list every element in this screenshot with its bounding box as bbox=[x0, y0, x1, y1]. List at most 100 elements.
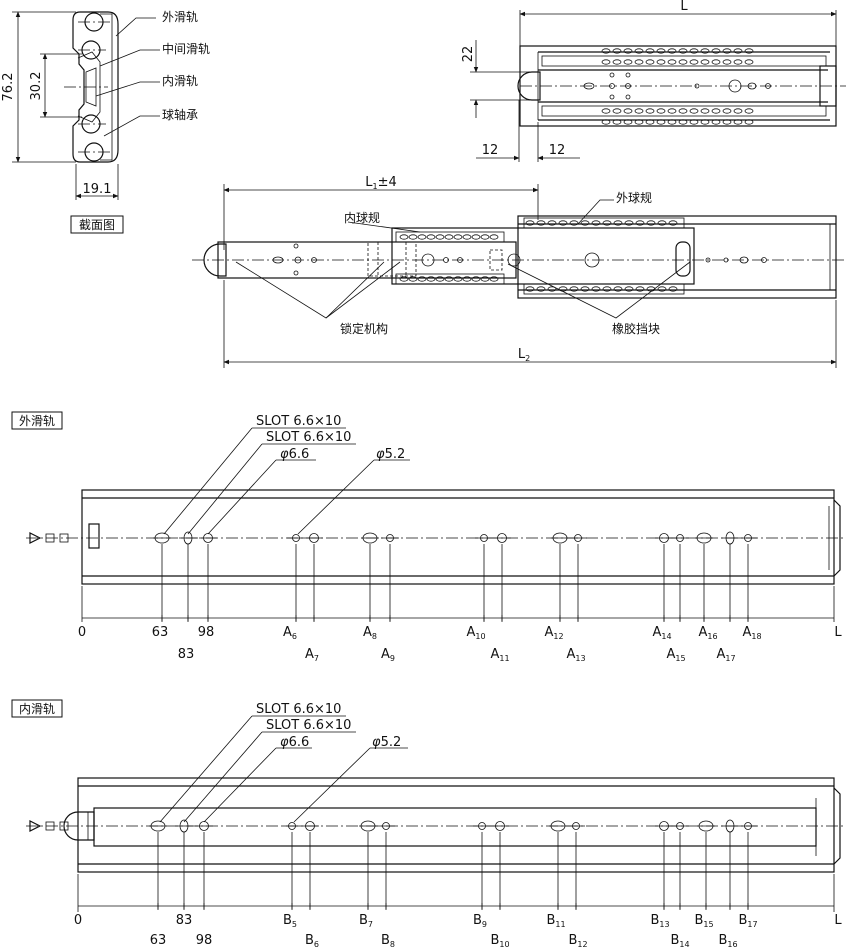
inner-rail-outline bbox=[77, 777, 835, 873]
retainer-ball bbox=[580, 220, 590, 226]
position-dimension: B14 bbox=[670, 933, 689, 949]
retainer-ball bbox=[453, 234, 463, 240]
retainer-ball bbox=[645, 59, 655, 65]
retainer-ball bbox=[678, 48, 688, 54]
retainer-ball bbox=[624, 220, 634, 226]
retainer-ball bbox=[700, 108, 710, 114]
retainer-ball bbox=[744, 108, 754, 114]
phi52-callout: φ5.2 bbox=[372, 735, 401, 750]
retainer-ball bbox=[722, 119, 732, 125]
phi66-callout: φ6.6 bbox=[280, 447, 309, 462]
retainer-ball bbox=[744, 119, 754, 125]
position-dimension: B7 bbox=[359, 913, 373, 929]
position-dimension: A12 bbox=[544, 625, 563, 641]
retainer-ball bbox=[634, 59, 644, 65]
outer-rail-label: 外滑轨 bbox=[162, 10, 198, 24]
lock-mechanism-shape bbox=[367, 241, 417, 277]
retainer-ball bbox=[657, 286, 667, 292]
retainer-ball bbox=[635, 220, 645, 226]
position-dimension: B9 bbox=[473, 913, 487, 929]
position-dimension: B17 bbox=[738, 913, 757, 929]
position-dimension: 63 bbox=[150, 933, 167, 948]
retainer-ball bbox=[417, 234, 427, 240]
retainer-ball bbox=[689, 59, 699, 65]
retainer-ball bbox=[623, 108, 633, 114]
retainer-ball bbox=[612, 119, 622, 125]
position-dimension: B10 bbox=[490, 933, 509, 949]
retainer-ball bbox=[657, 220, 667, 226]
position-dimension: B13 bbox=[650, 913, 669, 929]
retainer-ball bbox=[711, 48, 721, 54]
position-dimension: 98 bbox=[198, 625, 215, 640]
retainer-ball bbox=[722, 48, 732, 54]
position-dimension: 0 bbox=[74, 913, 82, 928]
retainer-ball bbox=[689, 108, 699, 114]
position-dimension: A16 bbox=[698, 625, 717, 641]
retainer-ball bbox=[525, 220, 535, 226]
retainer-ball bbox=[399, 234, 409, 240]
retainer-ball bbox=[646, 220, 656, 226]
phi66-callout: φ6.6 bbox=[280, 735, 309, 750]
retainer-ball bbox=[623, 59, 633, 65]
inner-retainer-label: 内球规 bbox=[344, 210, 380, 225]
inner-rail-title: 内滑轨 bbox=[19, 702, 55, 716]
retainer-ball bbox=[408, 234, 418, 240]
retainer-ball bbox=[591, 286, 601, 292]
retainer-ball bbox=[634, 108, 644, 114]
retainer-ball bbox=[426, 234, 436, 240]
l1-dimension: L1±4 bbox=[365, 175, 397, 191]
pitch-dimension: 30.2 bbox=[29, 72, 44, 101]
retainer-ball bbox=[462, 276, 472, 282]
retainer-ball bbox=[613, 220, 623, 226]
ball-bearing-label: 球轴承 bbox=[162, 107, 198, 122]
position-dimension: A14 bbox=[652, 625, 671, 641]
slot-callout-2: SLOT 6.6×10 bbox=[266, 430, 351, 445]
position-dimension: L bbox=[834, 625, 842, 640]
position-dimension: B11 bbox=[546, 913, 565, 929]
retainer-ball bbox=[591, 220, 601, 226]
width-dimension: 19.1 bbox=[83, 182, 112, 197]
retainer-ball bbox=[656, 59, 666, 65]
retainer-ball bbox=[489, 234, 499, 240]
retainer-ball bbox=[569, 286, 579, 292]
retainer-ball bbox=[536, 286, 546, 292]
retainer-ball bbox=[656, 108, 666, 114]
retainer-ball bbox=[525, 286, 535, 292]
retainer-ball bbox=[635, 286, 645, 292]
retainer-ball bbox=[435, 276, 445, 282]
slot-callout-2: SLOT 6.6×10 bbox=[266, 718, 351, 733]
outer-rail-body bbox=[517, 215, 837, 299]
retainer-ball bbox=[471, 276, 481, 282]
section-caption: 截面图 bbox=[79, 218, 115, 232]
retainer-ball bbox=[689, 119, 699, 125]
slot-callout-1: SLOT 6.6×10 bbox=[256, 702, 341, 717]
retainer-ball bbox=[733, 108, 743, 114]
inner-rail-title-box bbox=[11, 699, 63, 718]
retainer-ball bbox=[536, 220, 546, 226]
retainer-ball bbox=[634, 119, 644, 125]
retainer-ball bbox=[667, 48, 677, 54]
retainer-ball bbox=[612, 59, 622, 65]
retainer-ball bbox=[623, 48, 633, 54]
retainer-ball bbox=[733, 48, 743, 54]
retainer-ball bbox=[711, 108, 721, 114]
assembly-balls bbox=[399, 220, 678, 292]
position-dimension: A13 bbox=[566, 647, 585, 663]
retainer-ball bbox=[689, 48, 699, 54]
position-dimension: 83 bbox=[178, 647, 195, 662]
retainer-ball bbox=[645, 48, 655, 54]
retainer-ball bbox=[678, 59, 688, 65]
retainer-ball bbox=[602, 286, 612, 292]
retainer-ball bbox=[580, 286, 590, 292]
outer-rail-title-box bbox=[11, 411, 63, 430]
retainer-ball bbox=[722, 108, 732, 114]
retainer-ball bbox=[711, 119, 721, 125]
middle-rail-body bbox=[391, 227, 695, 285]
retainer-ball bbox=[744, 48, 754, 54]
retainer-ball bbox=[700, 48, 710, 54]
retainer-ball bbox=[426, 276, 436, 282]
position-dimension: B16 bbox=[718, 933, 737, 949]
